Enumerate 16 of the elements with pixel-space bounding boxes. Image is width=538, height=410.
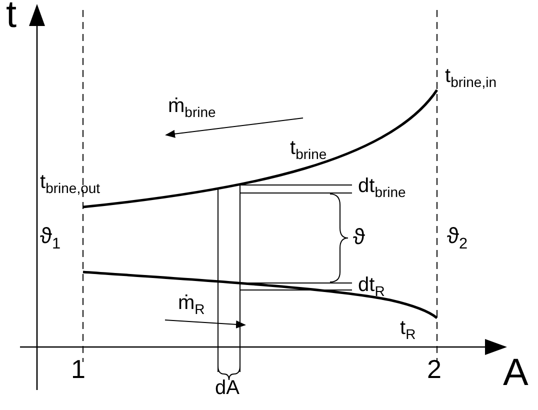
curve-label: t$_{brine,in}$: [445, 66, 496, 89]
flow-label: ṁ$_{R}$: [178, 293, 205, 316]
differential-label: dt$_{brine}$: [358, 176, 406, 199]
axis-label: t: [6, 0, 17, 34]
tick-label: 1: [71, 356, 86, 382]
temperature-difference-label: ϑ: [353, 226, 366, 248]
temperature-difference-label: ϑ$_{2}$: [447, 225, 468, 252]
curve-label: t$_{brine,out}$: [40, 172, 100, 195]
differential-label: dA: [215, 378, 240, 398]
flow-label: ṁ$_{brine}$: [168, 96, 216, 119]
axis-label: A: [503, 354, 528, 392]
curve-label: t$_{R}$: [400, 318, 416, 341]
curve-label: t$_{brine}$: [290, 138, 327, 161]
tick-label: 2: [427, 356, 442, 382]
temperature-difference-label: ϑ$_{1}$: [40, 225, 61, 252]
differential-label: dt$_{R}$: [358, 275, 385, 298]
